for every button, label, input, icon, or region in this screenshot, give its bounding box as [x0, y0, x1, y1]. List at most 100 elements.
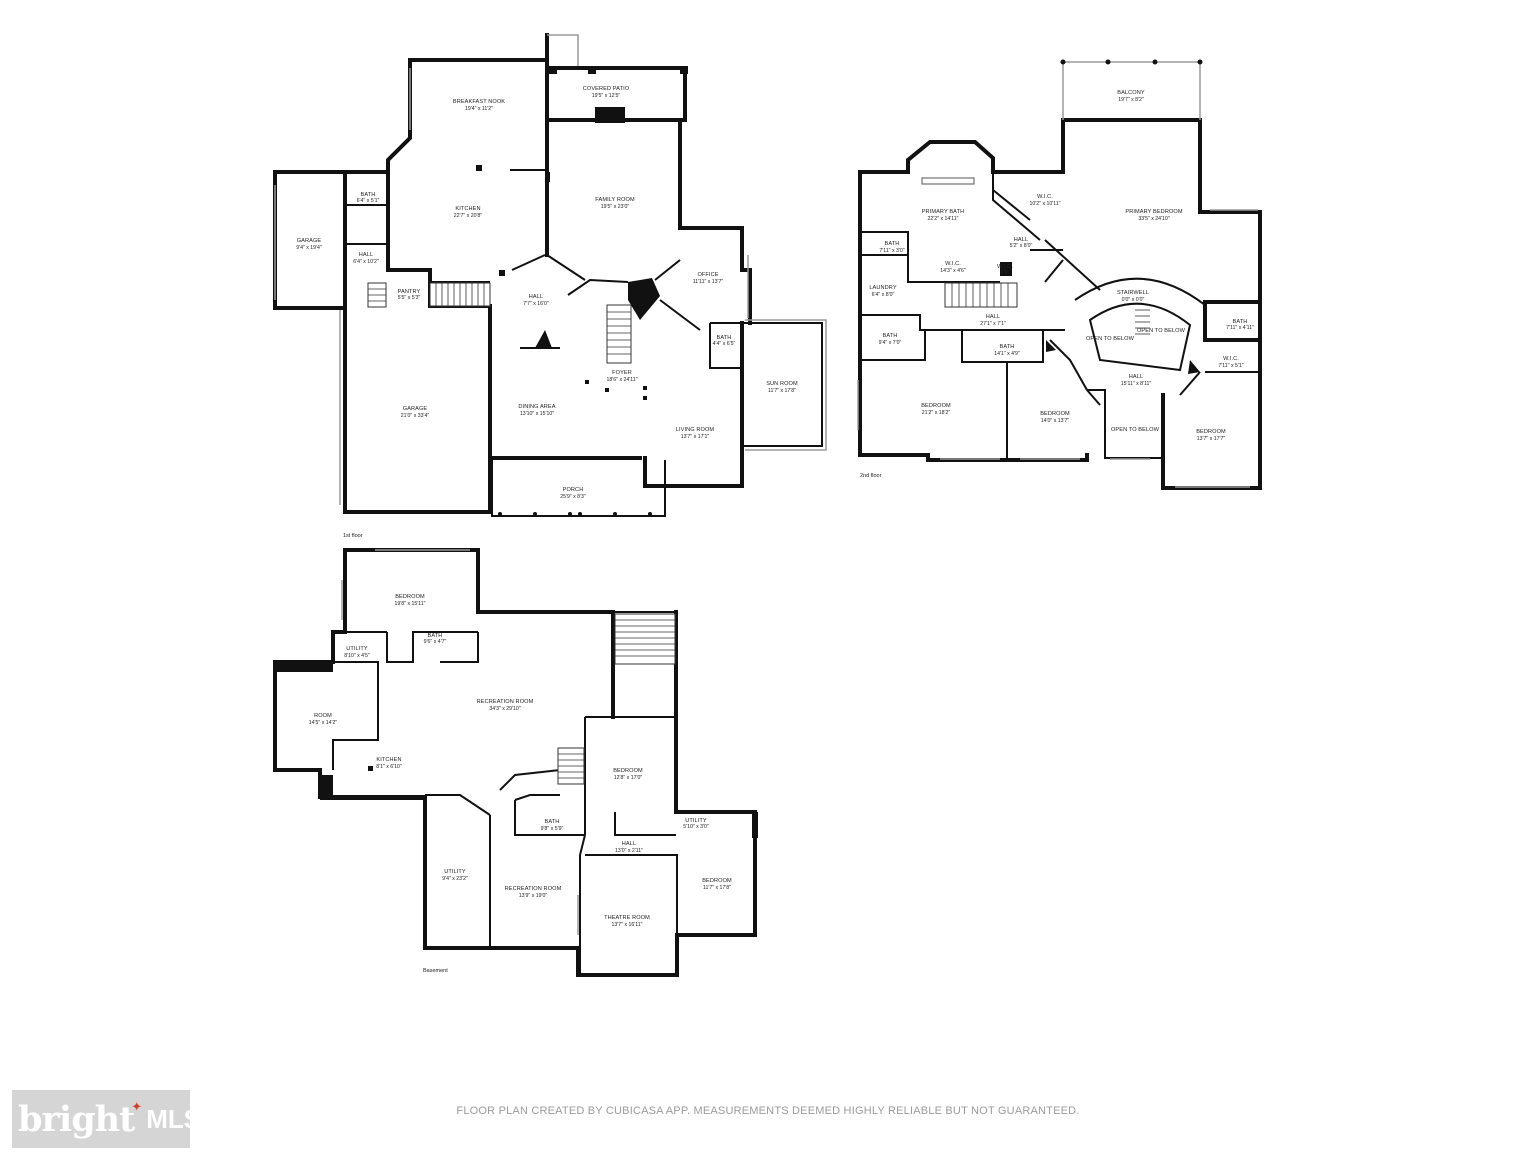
room-dims: 4'4" x 6'5" — [713, 341, 736, 347]
room-name: BATH — [1000, 344, 1015, 350]
room-dims: 13'7" x 17'7" — [1197, 436, 1226, 442]
room-dims: 9'4" x 23'2" — [442, 876, 468, 882]
room-name: BEDROOM — [702, 878, 732, 884]
basement-plan: BEDROOM 19'8" x 15'11" BATH 9'6" x 4'7" … — [273, 548, 758, 977]
room-name: UTILITY — [346, 646, 368, 652]
room-name: BEDROOM — [1196, 429, 1226, 435]
room-name: KITCHEN — [376, 757, 401, 763]
room-name: RECREATION ROOM — [505, 886, 562, 892]
room-name: BATH — [885, 241, 900, 247]
room-name: PRIMARY BATH — [922, 209, 965, 215]
room-dims: 13'0" x 2'11" — [615, 848, 643, 854]
room-name: THEATRE ROOM — [604, 915, 650, 921]
brand-logo: bright ✦ MLS — [12, 1090, 201, 1148]
room-dims: 14'0" x 13'7" — [1041, 418, 1070, 424]
room-dims: 11'11" x 13'7" — [693, 279, 724, 285]
room-name: PRIMARY BEDROOM — [1125, 209, 1182, 215]
room-name: FAMILY ROOM — [595, 197, 635, 203]
room-name: COVERED PATIO — [583, 86, 630, 92]
room-dims: 18'6" x 24'11" — [607, 377, 638, 383]
room-dims: 21'2" x 18'2" — [922, 410, 951, 416]
floor-label: Basement — [423, 968, 448, 974]
room-name: W.I.C. — [945, 261, 961, 267]
room-name: W.I.C. — [997, 264, 1013, 270]
first-floor-stairs — [367, 278, 632, 364]
room-name: BATH — [428, 633, 443, 639]
room-name: BEDROOM — [613, 768, 643, 774]
room-name: BEDROOM — [1040, 411, 1070, 417]
room-dims: 34'3" x 29'10" — [489, 706, 520, 712]
room-name: BATH — [883, 333, 898, 339]
room-dims: 14'5" x 14'2" — [309, 720, 338, 726]
second-floor-plan: BALCONY 19'7" x 8'2" PRIMARY BATH 22'2" … — [857, 59, 1262, 490]
room-dims: 11'7" x 17'8" — [768, 388, 796, 394]
room-dims: 7'11" x 4'11" — [1226, 325, 1254, 331]
room-dims: 13'9" x 19'0" — [519, 893, 548, 899]
room-name: BATH — [361, 192, 376, 198]
room-dims: 9'6" x 4'7" — [424, 639, 447, 645]
room-dims: 19'8" x 15'11" — [395, 601, 426, 607]
room-name: OPEN TO BELOW — [1086, 336, 1135, 342]
room-dims: 5'5" x 5'3" — [398, 295, 421, 301]
room-name: BEDROOM — [395, 594, 425, 600]
room-dims: 10'2" x 10'11" — [1030, 201, 1061, 207]
room-name: OFFICE — [697, 272, 718, 278]
room-dims: 19'5" x 12'5" — [592, 93, 621, 99]
room-name: LAUNDRY — [869, 285, 896, 291]
room-dims: 0'0" x 0'0" — [1122, 297, 1145, 303]
room-name: BEDROOM — [921, 403, 951, 409]
room-name: PORCH — [563, 487, 584, 493]
room-name: BALCONY — [1117, 90, 1145, 96]
brand-suffix: MLS — [146, 1103, 202, 1134]
room-name: W.I.C. — [1037, 194, 1053, 200]
room-name: BATH — [717, 335, 732, 341]
room-dims: 13'7" x 16'11" — [612, 922, 643, 928]
room-name: RECREATION ROOM — [477, 699, 534, 705]
room-dims: 9'4" x 7'0" — [879, 340, 902, 346]
room-dims: 6'4" x 10'2" — [353, 259, 379, 265]
room-dims: 19'5" x 23'0" — [601, 204, 630, 210]
room-name: HALL — [1129, 374, 1143, 380]
room-dims: 9'8" x 5'9" — [541, 826, 564, 832]
floor-label: 2nd floor — [860, 473, 882, 479]
first-floor-plan: BREAKFAST NOOK 19'4" x 11'2" COVERED PAT… — [273, 33, 827, 539]
room-name: BREAKFAST NOOK — [453, 99, 505, 105]
room-dims: 27'1" x 7'1" — [980, 321, 1006, 327]
brand-name: bright — [18, 1098, 135, 1140]
room-dims: 11'7" x 17'8" — [703, 885, 731, 891]
room-dims: 8'10" x 4'5" — [344, 653, 370, 659]
room-dims: 15'11" x 8'11" — [1121, 381, 1152, 387]
room-name: BATH — [1233, 319, 1248, 325]
room-dims: 13'10" x 15'10" — [520, 411, 554, 417]
room-dims: 7'11" x 5'1" — [1218, 363, 1243, 369]
room-name: OPEN TO BELOW — [1137, 328, 1186, 334]
room-name: UTILITY — [444, 869, 466, 875]
room-name: HALL — [529, 294, 543, 300]
room-name: ROOM — [314, 713, 332, 719]
room-name: HALL — [622, 841, 636, 847]
basement-stairs — [557, 613, 676, 785]
room-name: LIVING ROOM — [676, 427, 715, 433]
spark-icon: ✦ — [131, 1099, 143, 1114]
room-name: KITCHEN — [455, 206, 480, 212]
room-dims: 7'11" x 3'0" — [879, 248, 904, 254]
room-name: FOYER — [612, 370, 632, 376]
room-dims: 6'4" x 8'0" — [872, 292, 895, 298]
room-dims: 7'7" x 16'0" — [523, 301, 549, 307]
room-dims: 13'7" x 17'1" — [681, 434, 710, 440]
room-name: PANTRY — [398, 289, 421, 295]
room-dims: 14'3" x 4'6" — [940, 268, 966, 274]
second-floor-stairs — [944, 282, 1150, 335]
room-name: GARAGE — [297, 238, 322, 244]
room-dims: 21'0" x 33'4" — [401, 413, 430, 419]
room-dims: 4'0" — [1001, 270, 1010, 276]
room-name: UTILITY — [685, 818, 707, 824]
room-dims: 25'9" x 8'3" — [560, 494, 586, 500]
room-name: STAIRWELL — [1117, 290, 1149, 296]
room-dims: 5'10" x 3'0" — [683, 824, 709, 830]
room-dims: 8'1" x 6'10" — [376, 764, 402, 770]
room-dims: 19'4" x 11'2" — [465, 106, 493, 112]
room-name: OPEN TO BELOW — [1111, 427, 1160, 433]
room-dims: 19'7" x 8'2" — [1118, 97, 1144, 103]
